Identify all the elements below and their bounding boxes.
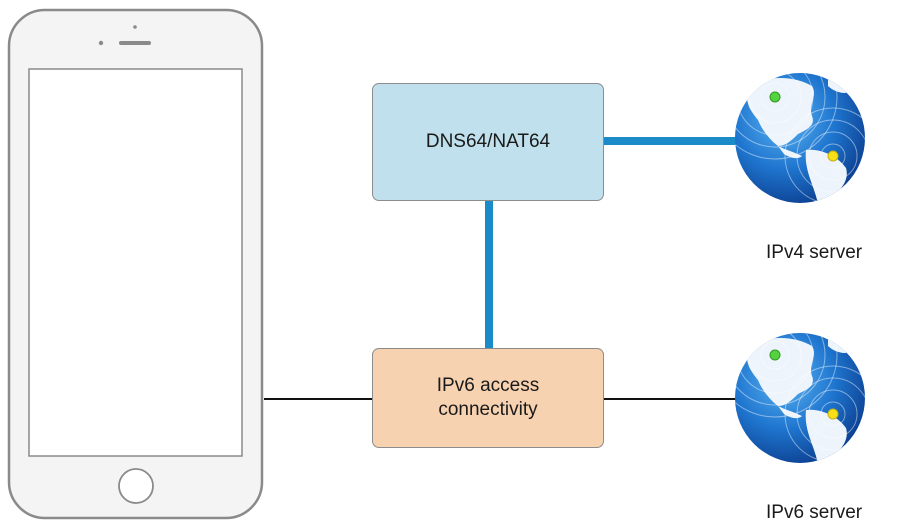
- iphone-screen: [28, 68, 243, 457]
- globe-icon: [735, 73, 865, 203]
- ipv4-server-label: IPv4 server: [766, 242, 863, 263]
- globe-pin-yellow: [827, 408, 839, 420]
- globe-land-north-america: [746, 77, 814, 146]
- globe-land-north-america: [746, 337, 814, 406]
- globe-land-central-america: [778, 406, 802, 419]
- globe-pin-yellow: [827, 150, 839, 162]
- ipv6-access-label: IPv6 access connectivity: [436, 375, 540, 420]
- iphone-home-button: [118, 468, 154, 504]
- iphone-sensor: [98, 40, 104, 46]
- iphone-camera: [133, 25, 137, 29]
- dns64-nat64-label: DNS64/NAT64: [425, 131, 551, 153]
- ipv6-access-box: IPv6 access connectivity: [372, 348, 604, 448]
- globe-pin-green: [769, 91, 781, 103]
- globe-land-south-america: [805, 149, 847, 203]
- dns64-nat64-box: DNS64/NAT64: [372, 83, 604, 201]
- iphone-icon: [7, 8, 264, 520]
- globe-icon: [735, 333, 865, 463]
- globe-pin-green: [769, 349, 781, 361]
- ipv6-server-label: IPv6 server: [766, 502, 863, 523]
- iphone-speaker: [119, 41, 151, 45]
- globe-land-central-america: [778, 146, 802, 159]
- globe-land-south-america: [805, 409, 847, 463]
